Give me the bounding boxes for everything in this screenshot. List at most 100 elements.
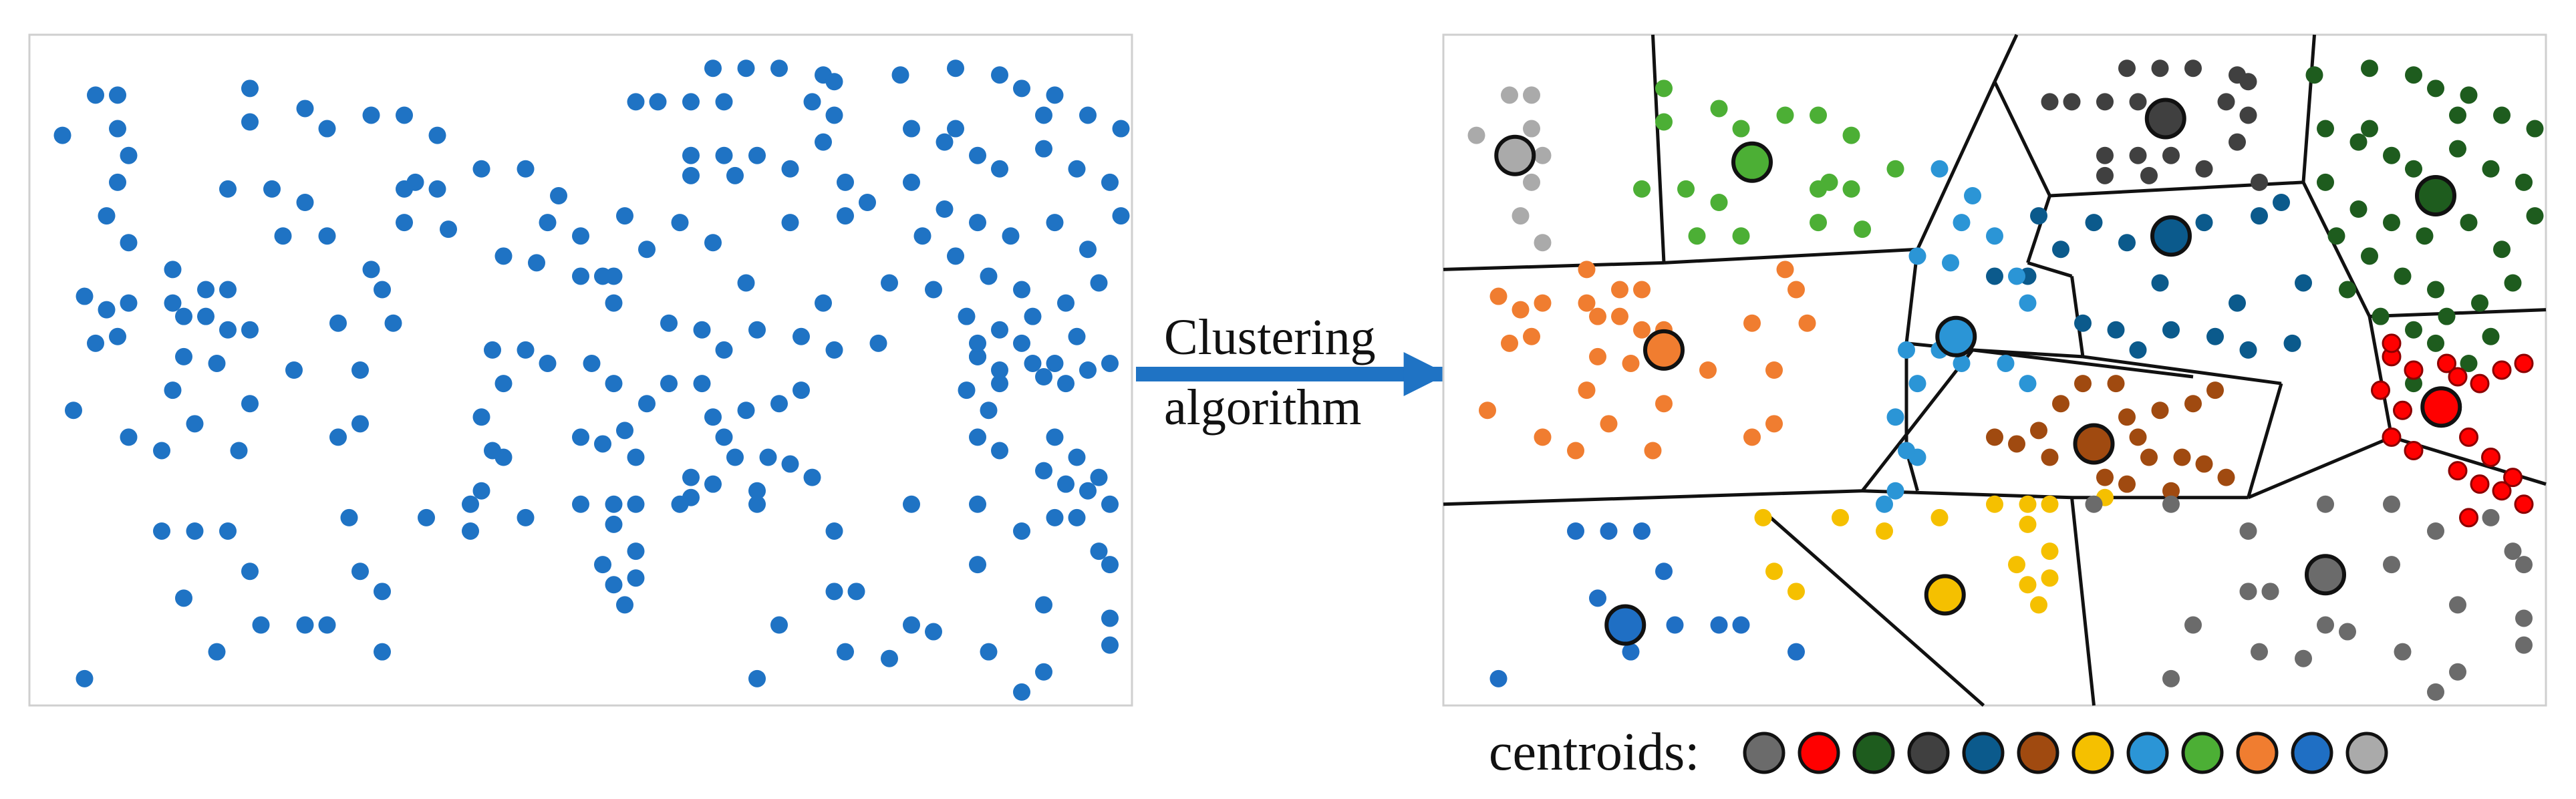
raw-point [87, 86, 104, 104]
raw-point [969, 428, 986, 446]
raw-point [715, 93, 733, 111]
raw-point [1068, 508, 1086, 526]
raw-point [428, 180, 446, 198]
cluster-point-green [1854, 220, 1871, 238]
cluster-point-green [1776, 106, 1794, 124]
cluster-point-orange [1633, 321, 1651, 339]
raw-point [980, 267, 998, 285]
cluster-point-darkgreen [2449, 140, 2466, 158]
cluster-point-lightblue [1886, 408, 1904, 426]
cluster-point-gray [2317, 616, 2334, 634]
region-boundary [2082, 355, 2282, 385]
raw-point [881, 649, 898, 667]
cluster-point-yellow [1986, 495, 2003, 513]
raw-point [462, 522, 479, 540]
raw-point [219, 180, 237, 198]
cluster-point-darkgreen [2361, 120, 2378, 138]
centroid-darkgray [2144, 98, 2186, 140]
cluster-point-orange [1479, 402, 1496, 420]
legend-swatch [2291, 732, 2333, 774]
raw-point [219, 522, 237, 540]
cluster-point-lightblue [1898, 442, 1915, 460]
raw-point [748, 495, 766, 513]
region-boundary [2026, 195, 2051, 264]
raw-point [726, 448, 744, 466]
raw-point [175, 347, 192, 365]
cluster-point-yellow [2030, 596, 2047, 614]
cluster-point-green [1633, 180, 1651, 198]
raw-point [296, 100, 314, 118]
raw-point [969, 495, 986, 513]
cluster-point-darkgray [2041, 93, 2059, 111]
cluster-point-gray [2515, 556, 2533, 574]
cluster-point-yellow [1876, 522, 1893, 540]
cluster-point-darkgray [2162, 146, 2180, 164]
raw-point [1079, 361, 1097, 379]
raw-point [781, 455, 799, 473]
cluster-point-gray [2239, 522, 2257, 540]
cluster-point-lightblue [1876, 495, 1893, 513]
raw-point [825, 522, 843, 540]
raw-point [120, 294, 138, 312]
cluster-point-red [2371, 380, 2390, 400]
cluster-point-gray [2427, 683, 2444, 701]
raw-point [770, 395, 788, 413]
cluster-point-darkgreen [2394, 267, 2412, 285]
raw-point [351, 563, 369, 581]
cluster-point-gray [2251, 643, 2268, 661]
cluster-point-darkgreen [2339, 281, 2356, 299]
cluster-point-lightblue [1930, 160, 1949, 178]
raw-point [1013, 334, 1030, 352]
raw-point [362, 261, 380, 279]
raw-point [980, 402, 998, 420]
cluster-point-orange [1523, 327, 1540, 345]
region-boundary [1861, 349, 1974, 492]
centroid-navy [2150, 215, 2192, 257]
cluster-point-navy [2229, 294, 2246, 312]
cluster-point-orange [1578, 381, 1596, 400]
raw-point [1013, 281, 1030, 299]
raw-point [1046, 354, 1064, 372]
raw-point [1046, 428, 1064, 446]
raw-point [605, 375, 623, 393]
raw-point [594, 267, 611, 285]
raw-point [351, 361, 369, 379]
raw-point [164, 261, 182, 279]
raw-point [120, 428, 138, 446]
raw-point [737, 402, 755, 420]
raw-point [925, 281, 942, 299]
cluster-point-darkgray [2118, 59, 2136, 77]
cluster-point-red [2404, 360, 2424, 380]
raw-points-frame [28, 33, 1133, 707]
raw-point [164, 294, 182, 312]
raw-point [572, 227, 589, 245]
raw-point [781, 160, 799, 178]
raw-point [991, 160, 1008, 178]
centroid-blue [1604, 604, 1647, 646]
cluster-point-navy [1986, 267, 2003, 285]
raw-point [1101, 173, 1119, 191]
cluster-point-red [2382, 427, 2402, 447]
cluster-point-brown [2129, 428, 2147, 446]
cluster-point-darkgreen [2327, 227, 2345, 245]
raw-point [208, 354, 226, 372]
raw-point [109, 120, 126, 138]
raw-point [682, 146, 700, 164]
raw-point [660, 314, 678, 332]
cluster-point-yellow [1787, 583, 1805, 601]
raw-point [418, 508, 435, 526]
cluster-point-darkgray [2129, 146, 2147, 164]
cluster-point-darkgreen [2460, 214, 2478, 232]
raw-point [296, 194, 314, 211]
cluster-point-lightblue [1898, 341, 1915, 359]
cluster-point-gray [2184, 616, 2202, 634]
cluster-point-brown [2195, 455, 2213, 473]
raw-point [627, 93, 645, 111]
raw-point [737, 274, 755, 292]
cluster-point-darkgray [2251, 173, 2268, 191]
cluster-point-darkgray [2184, 59, 2202, 77]
raw-point [230, 442, 248, 460]
cluster-point-red [2437, 353, 2456, 373]
region-boundary [2070, 497, 2096, 706]
centroid-lightblue [1935, 315, 1977, 357]
